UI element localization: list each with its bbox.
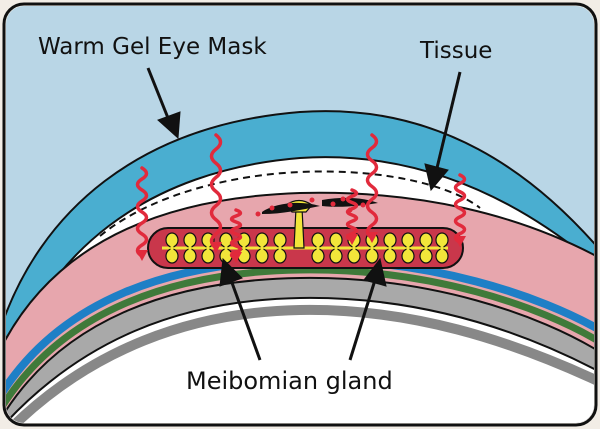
heat-wave-arrowhead [136,250,148,261]
gland-ducts [162,199,449,264]
arrow-icon [348,279,377,361]
annotation-arrows [146,67,462,361]
heat-wave-arrowhead [366,232,378,243]
heat-wave-arrowhead [230,252,242,263]
arrow-icon [363,257,387,287]
heat-wave-icon [135,166,149,258]
heat-wave-icon [229,208,243,260]
warm-gel-eye-mask-label: Warm Gel Eye Mask [38,34,267,60]
heat-wave-arrowhead [346,234,358,245]
heat-wave-icon [365,133,379,240]
tissue-boundary-dashed [99,170,481,237]
heat-wave-arrowhead [210,242,222,253]
central-duct [293,207,305,249]
heat-wave-arrowhead [454,236,466,247]
arrow-icon [146,67,170,119]
arrow-icon [435,71,462,169]
heat-waves [135,133,467,263]
arrow-icon [157,111,181,140]
heat-wave-icon [345,188,359,242]
meibomian-gland-label: Meibomian gland [186,367,393,395]
heat-wave-icon [453,173,467,244]
heat-wave-icon [209,133,223,250]
arrow-icon [219,257,243,287]
arrow-icon [229,279,262,361]
sclera-line [6,266,594,412]
eyeball-stripe [6,304,594,423]
tissue-label: Tissue [420,38,493,64]
arrow-icon [424,163,449,192]
